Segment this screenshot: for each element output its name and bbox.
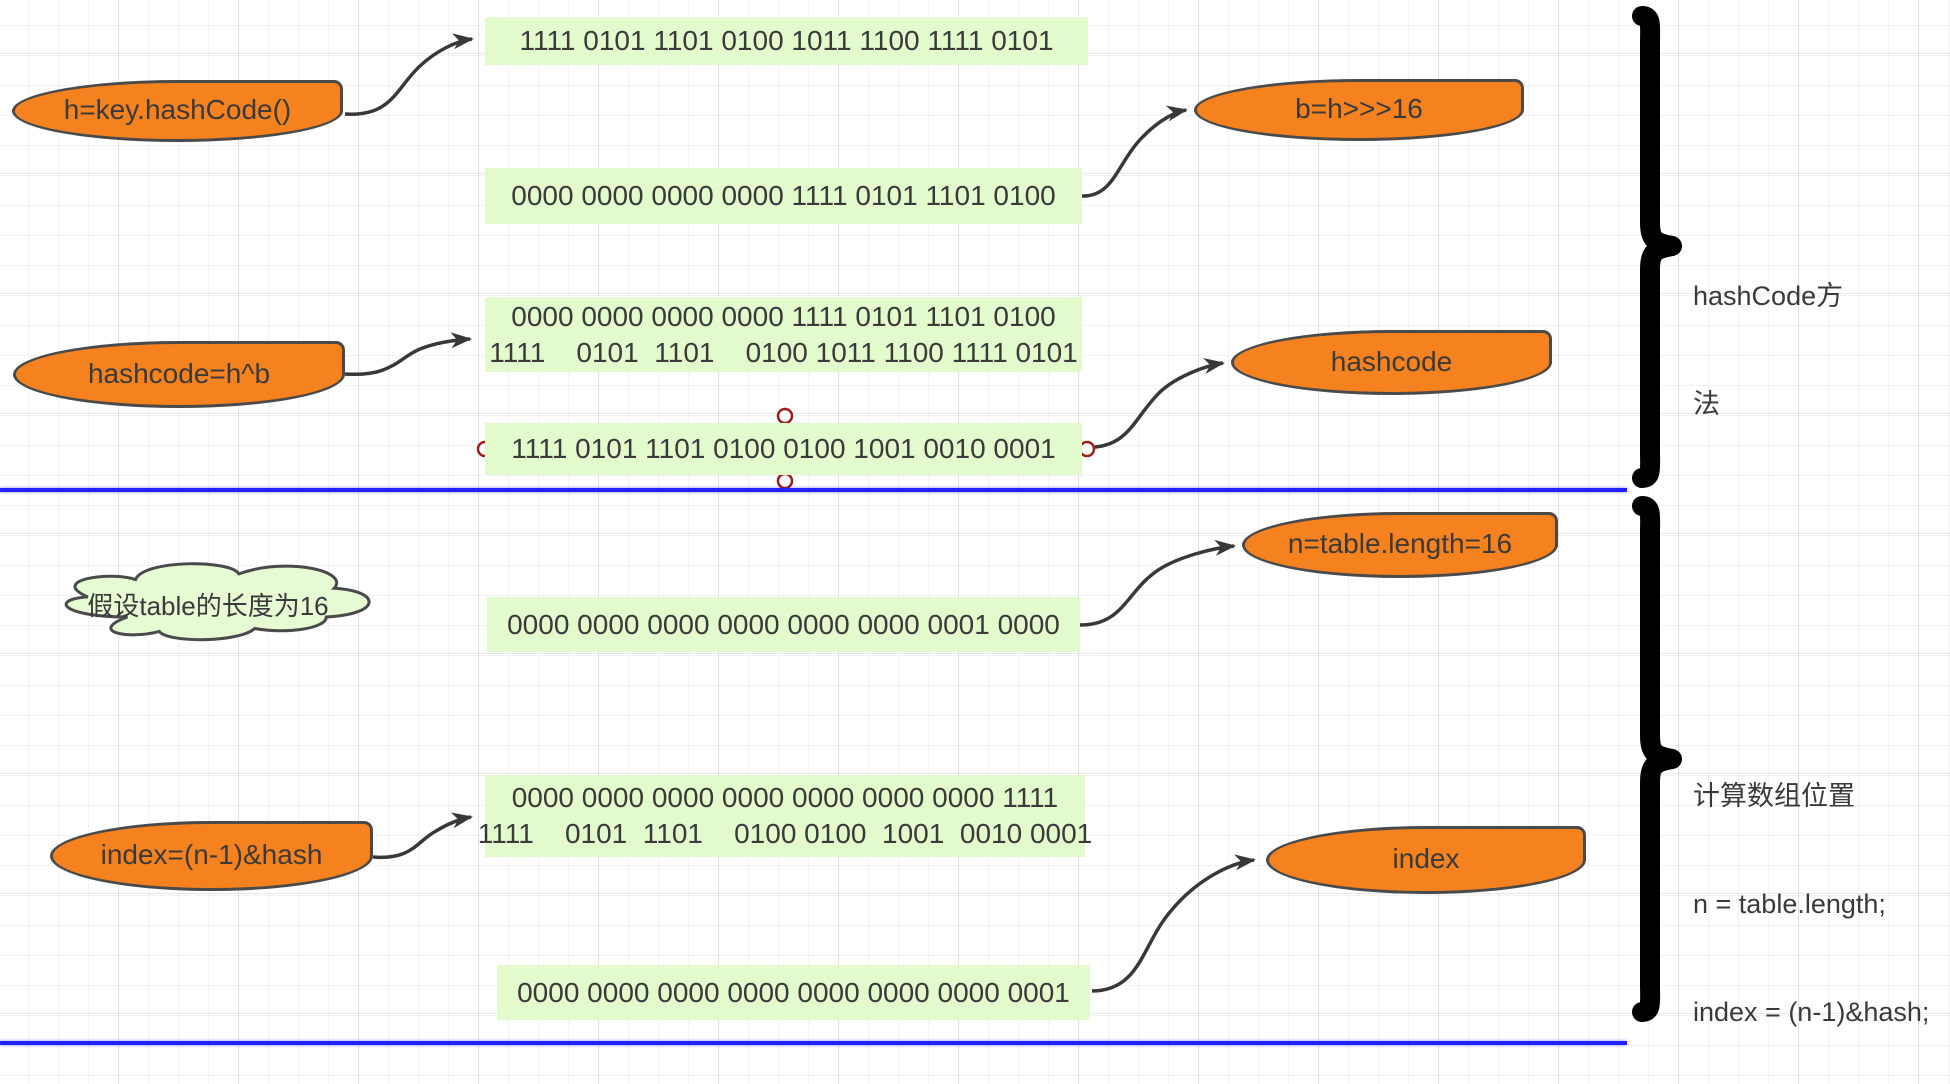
brace-index-section[interactable] bbox=[1632, 496, 1682, 1022]
binary-line: 0000 0000 0000 0000 0000 0000 0000 0001 bbox=[517, 976, 1070, 1008]
brace-label-line: 法 bbox=[1693, 389, 1720, 419]
binary-box-index[interactable]: 0000 0000 0000 0000 0000 0000 0000 0001 bbox=[497, 965, 1090, 1020]
node-hashcode-xor[interactable]: hashcode=h^b bbox=[13, 341, 345, 408]
edge-indexcalc-to-operands[interactable] bbox=[372, 812, 473, 860]
edge-hashcodecall-to-hbinary[interactable] bbox=[344, 33, 474, 116]
node-label: index=(n-1)&hash bbox=[100, 839, 323, 870]
binary-line: 0000 0000 0000 0000 0000 0000 0000 1111 bbox=[511, 782, 1059, 813]
node-n-table-length[interactable]: n=table.length=16 bbox=[1242, 512, 1558, 578]
node-label: hashcode=h^b bbox=[87, 357, 271, 389]
selection-handle-top[interactable] bbox=[776, 407, 794, 425]
node-label: n=table.length=16 bbox=[1287, 528, 1513, 559]
cloud-note-text: 假设table的长度为16 bbox=[87, 591, 329, 621]
binary-line: 1111 0101 1101 0100 1011 1100 1111 0101 bbox=[519, 25, 1054, 56]
brace-label-line: hashCode方 bbox=[1693, 281, 1844, 311]
edge-xor-to-operands[interactable] bbox=[344, 332, 472, 377]
node-h-key-hashcode[interactable]: h=key.hashCode() bbox=[12, 80, 343, 142]
brace-label-line: n = table.length; bbox=[1693, 889, 1886, 919]
edge-bbinary-to-bshift[interactable] bbox=[1081, 105, 1188, 198]
brace-label-index[interactable]: 计算数组位置 n = table.length; index = (n-1)&h… bbox=[1693, 706, 1929, 1084]
brace-label-line: 计算数组位置 bbox=[1693, 781, 1855, 811]
brace-hashcode-section[interactable] bbox=[1632, 6, 1682, 488]
binary-line: 0000 0000 0000 0000 0000 0000 0001 0000 bbox=[507, 608, 1060, 640]
binary-line: 1111 0101 1101 0100 0100 1001 0010 0001 bbox=[477, 818, 1093, 849]
binary-box-xor-operands[interactable]: 0000 0000 0000 0000 1111 0101 1101 0100 … bbox=[485, 297, 1082, 372]
section-divider-top[interactable] bbox=[0, 488, 1627, 492]
section-divider-bottom[interactable] bbox=[0, 1041, 1627, 1045]
binary-box-hash-result-selected[interactable]: 1111 0101 1101 0100 0100 1001 0010 0001 bbox=[485, 423, 1082, 475]
edge-nbinary-to-ntablelength[interactable] bbox=[1079, 539, 1236, 627]
edge-result-to-hashcode[interactable] bbox=[1094, 358, 1225, 449]
binary-box-and-operands[interactable]: 0000 0000 0000 0000 0000 0000 0000 1111 … bbox=[478, 775, 1092, 857]
binary-box-n[interactable]: 0000 0000 0000 0000 0000 0000 0001 0000 bbox=[487, 597, 1080, 652]
binary-box-h[interactable]: 1111 0101 1101 0100 1011 1100 1111 0101 bbox=[485, 17, 1088, 65]
node-label: h=key.hashCode() bbox=[63, 94, 292, 125]
binary-line: 0000 0000 0000 0000 1111 0101 1101 0100 bbox=[511, 300, 1056, 332]
node-label: index bbox=[1392, 843, 1460, 874]
node-index-result[interactable]: index bbox=[1266, 826, 1586, 894]
brace-label-line: index = (n-1)&hash; bbox=[1693, 997, 1930, 1027]
node-index-calc[interactable]: index=(n-1)&hash bbox=[50, 821, 373, 891]
node-hashcode-result[interactable]: hashcode bbox=[1231, 330, 1552, 395]
selection-handle-bottom[interactable] bbox=[776, 472, 794, 490]
cloud-note-shape[interactable] bbox=[64, 562, 371, 642]
node-b-h-shift16[interactable]: b=h>>>16 bbox=[1194, 79, 1524, 141]
node-label: b=h>>>16 bbox=[1295, 93, 1423, 124]
brace-label-hashcode[interactable]: hashCode方 法 bbox=[1693, 206, 1843, 494]
selection-handle-right[interactable] bbox=[1078, 440, 1096, 458]
binary-line: 1111 0101 1101 0100 1011 1100 1111 0101 bbox=[489, 336, 1078, 368]
binary-line: 1111 0101 1101 0100 0100 1001 0010 0001 bbox=[511, 433, 1056, 464]
binary-line: 0000 0000 0000 0000 1111 0101 1101 0100 bbox=[511, 180, 1056, 211]
edge-indexbinary-to-index[interactable] bbox=[1091, 854, 1256, 993]
node-label: hashcode bbox=[1330, 345, 1453, 377]
binary-box-b[interactable]: 0000 0000 0000 0000 1111 0101 1101 0100 bbox=[485, 168, 1082, 224]
